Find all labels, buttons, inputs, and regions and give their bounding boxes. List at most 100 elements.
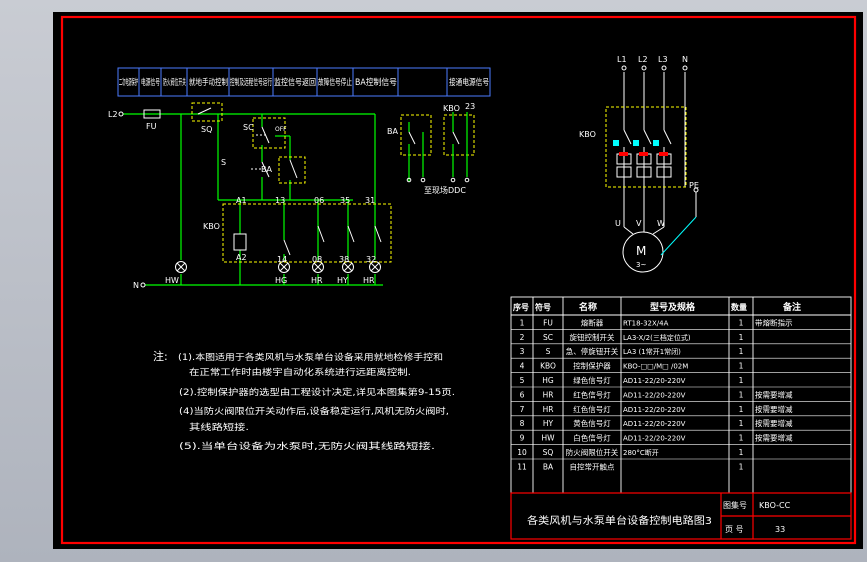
label-lamp: HY <box>337 276 348 285</box>
header-cell: 就地手动控制 <box>189 77 228 88</box>
bom-cell: HY <box>543 419 554 428</box>
bom-cell: LA3-X/2(三档定位式) <box>623 333 691 342</box>
bom-cell: 带熔断指示 <box>755 317 793 327</box>
pe-lead <box>660 216 697 256</box>
note-line: (1).本图适用于各类风机与水泵单台设备采用就地检修手控和 <box>178 352 443 363</box>
label-terminal: 13 <box>275 196 285 205</box>
bom-cell: 控制保护器 <box>573 361 611 371</box>
bom-cell: 1 <box>520 318 525 327</box>
notes: 注: (1).本图适用于各类风机与水泵单台设备采用就地检修手控和 在正常工作时由… <box>153 349 455 452</box>
label-u: U <box>615 219 621 228</box>
bom-header: 名称 <box>579 301 597 313</box>
label-terminal: 38 <box>339 255 349 264</box>
bom-cell: AD11-22/20-220V <box>623 420 686 428</box>
label-motor-sub: 3~ <box>636 261 646 269</box>
atlas-value: KBO-CC <box>759 501 791 510</box>
bom-cell: 按需要增减 <box>755 433 793 443</box>
label-fu: FU <box>146 122 157 131</box>
bom-cell: 5 <box>520 376 525 385</box>
header-cell: 电源信号 <box>141 77 160 88</box>
bom-cell: 红色信号灯 <box>573 389 611 399</box>
bom-cell: SQ <box>543 448 554 457</box>
s-switch <box>261 161 270 178</box>
page-value: 33 <box>775 525 785 534</box>
control-labels: L2 FU SQ SC OFF S BA A1 KBO A2 N 13 06 3… <box>108 102 475 290</box>
bom-cell: KBO <box>540 362 556 371</box>
bom-cell: 1 <box>739 405 744 414</box>
label-terminal: 06 <box>314 196 324 205</box>
note-line: (4)当防火阀限位开关动作后,设备稳定运行,风机无防火阀时, <box>179 406 449 417</box>
phase-label: L2 <box>638 55 648 64</box>
bom-cell: 自控常开触点 <box>570 461 615 471</box>
label-kbo: KBO <box>203 222 220 231</box>
label-ba: BA <box>261 165 272 174</box>
bom-cell: 1 <box>739 318 744 327</box>
bom-cell: 1 <box>739 419 744 428</box>
drawing-border <box>60 15 857 545</box>
label-terminal: 14 <box>277 255 287 264</box>
label-lamp: HR <box>363 276 375 285</box>
fuse-fu <box>143 109 161 119</box>
header-cell: 故障信号停止 <box>318 77 352 88</box>
note-line: (5).当单台设备为水泵时,无防火阀其线路短接. <box>179 441 435 452</box>
label-lamp: HW <box>165 276 179 285</box>
label-off: OFF <box>275 126 287 133</box>
label-l2: L2 <box>108 110 118 119</box>
bom-header: 备注 <box>782 301 801 313</box>
control-wires <box>123 113 383 286</box>
label-s: S <box>221 158 226 167</box>
title-block <box>510 492 852 540</box>
phase-label: N <box>682 55 688 64</box>
bom-cell: LA3 (1常开1常闭) <box>623 347 681 356</box>
label-a2: A2 <box>236 253 247 262</box>
label-23: 23 <box>465 102 475 111</box>
bom-cell: S <box>546 347 551 356</box>
atlas-label: 图集号 <box>723 500 747 510</box>
bom-cell: 7 <box>520 405 525 414</box>
bom-cell: 按需要增减 <box>755 389 793 399</box>
label-kbo-right: KBO <box>443 104 460 113</box>
kbo-power-box <box>605 106 687 188</box>
bom-cell: 2 <box>520 333 525 342</box>
header-table <box>117 67 491 97</box>
header-cell: BA控制信号 <box>355 77 397 88</box>
bom-header: 数量 <box>731 302 747 312</box>
bom-cell: 280°C断开 <box>623 448 659 457</box>
label-kbo-power: KBO <box>579 130 596 139</box>
label-sq: SQ <box>201 125 212 134</box>
bom-cell: KBO-□□/M□ /02M <box>623 363 688 371</box>
header-cells: 二次电源保护 电源信号 防火阀位开关 就地手动控制 控制及远程信号运行 监控信号… <box>119 77 489 88</box>
bom-cell: 3 <box>520 347 525 356</box>
bom-cell: 按需要增减 <box>755 418 793 428</box>
label-ba-right: BA <box>387 127 398 136</box>
label-motor: M <box>636 244 646 258</box>
bom-cell: 4 <box>520 362 525 371</box>
header-cell: 控制及远程信号运行 <box>230 77 272 88</box>
kbo-indicators <box>613 140 668 156</box>
label-lamp: HG <box>275 276 287 285</box>
header-cell: 监控信号返回 <box>274 77 316 88</box>
bom-cell: 9 <box>520 434 525 443</box>
note-line: 其线路短接. <box>189 422 249 433</box>
bom-cell: 1 <box>739 448 744 457</box>
remote-contacts <box>408 112 468 182</box>
bom-cell: 1 <box>739 333 744 342</box>
bom-cell: 白色信号灯 <box>573 433 611 443</box>
label-terminal: 31 <box>365 196 375 205</box>
lamp-circles <box>175 261 381 273</box>
bom-cell: AD11-22/20-220V <box>623 406 686 414</box>
note-line: (2).控制保护器的选型由工程设计决定,详见本图集第9-15页. <box>179 387 455 398</box>
label-to-ddc: 至现场DDC <box>424 186 466 195</box>
bom-cell: HG <box>542 376 554 385</box>
note-line: 在正常工作时由楼宇自动化系统进行远距离控制. <box>189 367 411 378</box>
bom-cell: 1 <box>739 362 744 371</box>
label-w: W <box>657 219 665 228</box>
bom-cell: RT18-32X/4A <box>623 319 669 327</box>
bom-cell: 1 <box>739 376 744 385</box>
bom-header: 符号 <box>535 302 551 312</box>
phase-label: L1 <box>617 55 627 64</box>
label-pe: PE <box>689 181 699 190</box>
bom-headers: 序号 符号 名称 型号及规格 数量 备注 <box>513 301 801 313</box>
label-a1: A1 <box>236 196 247 205</box>
